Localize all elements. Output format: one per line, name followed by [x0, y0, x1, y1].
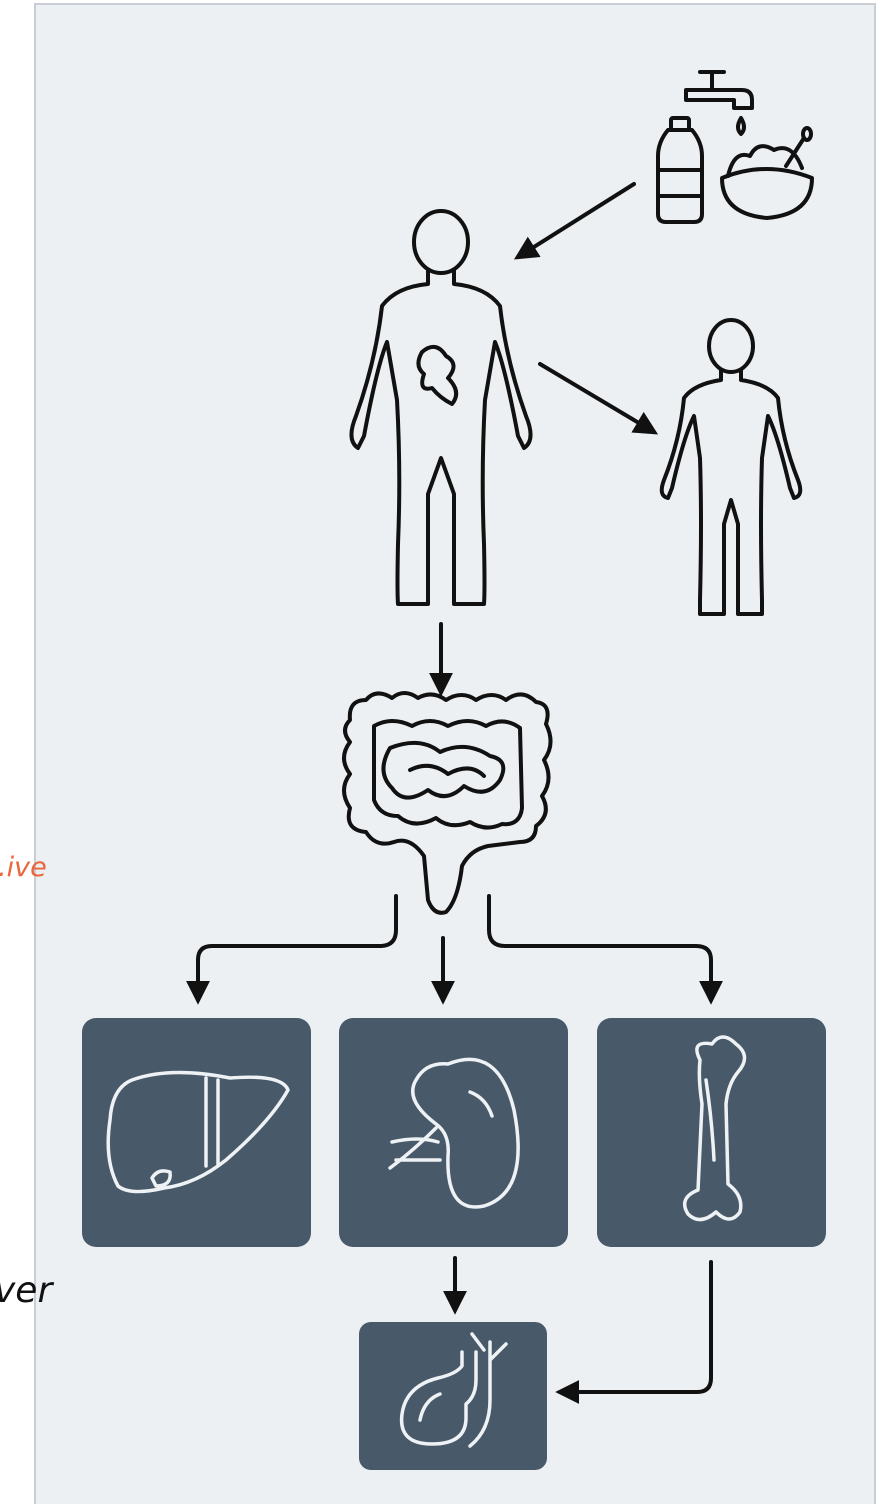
- kidney-box: [339, 1018, 568, 1247]
- adult-body-icon: [351, 211, 530, 604]
- water-bottle-icon: [658, 118, 702, 222]
- gallbladder-box: [359, 1322, 547, 1470]
- bone-box: [597, 1018, 826, 1247]
- arrow-intestine-to-bone: [489, 896, 711, 1000]
- intestine-icon: [344, 693, 551, 913]
- child-body-icon: [662, 320, 801, 614]
- food-bowl-icon: [722, 128, 812, 218]
- arrow-bone-to-gallbladder: [560, 1262, 711, 1392]
- arrow-sources-to-adult: [518, 184, 634, 257]
- arrow-adult-to-child: [540, 364, 654, 432]
- liver-box: [82, 1018, 311, 1247]
- water-tap-icon: [686, 72, 752, 134]
- arrow-intestine-to-liver: [198, 896, 396, 1000]
